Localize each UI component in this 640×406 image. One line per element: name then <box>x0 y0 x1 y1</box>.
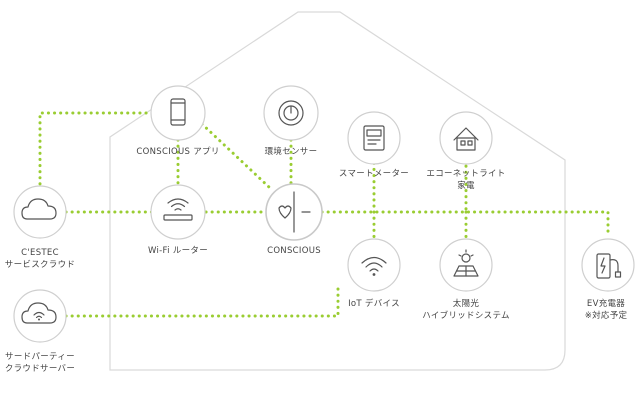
cestec-cloud-label-line1: C'ESTEC <box>21 248 59 258</box>
connection-lines <box>38 111 610 318</box>
meter-icon <box>363 125 385 151</box>
house-outline <box>109 11 566 371</box>
solar-hybrid-label: 太陽光 ハイブリッドシステム <box>422 298 510 322</box>
smart-meter-node <box>347 111 401 165</box>
smartphone-icon <box>170 98 186 126</box>
ev-charger-node <box>581 238 635 292</box>
smart-meter-label: スマートメーター <box>338 169 410 179</box>
iot-device-node <box>347 238 401 292</box>
solar-hybrid-node <box>439 238 493 292</box>
cloud-wifi-icon <box>21 302 57 324</box>
solar-hybrid-label-line2: ハイブリッドシステム <box>422 311 510 321</box>
sensor-icon <box>278 100 304 126</box>
ev-charger-label-line2: ※対応予定 <box>584 311 628 321</box>
third-party-cloud-label: サードパーティー クラウドサーバー <box>5 351 75 375</box>
cestec-cloud-label-line2: サービスクラウド <box>4 260 76 270</box>
wifi-icon <box>361 256 387 276</box>
echonet-appliance-label-line1: エコーネットライト <box>426 169 506 179</box>
line-cloud-to-app <box>38 111 157 192</box>
cloud-icon <box>21 198 57 220</box>
line-thirdparty-to-iot <box>64 282 340 318</box>
solar-panel-icon <box>453 249 479 277</box>
cestec-cloud-label: C'ESTEC サービスクラウド <box>5 247 75 271</box>
router-icon <box>163 198 193 221</box>
conscious-app-label: CONSCIOUS アプリ <box>136 147 220 157</box>
ev-charger-label: EV充電器 ※対応予定 <box>585 298 628 322</box>
ev-charger-icon <box>596 253 622 279</box>
wifi-router-node <box>150 184 206 240</box>
echonet-appliance-label-line2: 家電 <box>457 181 475 191</box>
house-appliance-icon <box>453 127 479 151</box>
env-sensor-label: 環境センサー <box>264 147 318 157</box>
wifi-router-label: Wi-Fi ルーター <box>148 246 208 256</box>
third-party-cloud-label-line1: サードパーティー <box>5 352 75 362</box>
ev-charger-label-line1: EV充電器 <box>586 299 626 309</box>
cestec-cloud-node <box>13 185 67 239</box>
echonet-appliance-label: エコーネットライト 家電 <box>426 168 505 192</box>
line-app-to-hub <box>200 122 272 190</box>
conscious-hub-label: CONSCIOUS <box>267 246 321 256</box>
iot-device-label: IoT デバイス <box>348 299 400 309</box>
line-hub-to-ev <box>320 210 610 238</box>
third-party-cloud-label-line2: クラウドサーバー <box>4 364 76 374</box>
solar-hybrid-label-line1: 太陽光 <box>452 299 480 309</box>
conscious-app-node <box>150 85 206 141</box>
hub-device-icon <box>278 191 311 233</box>
